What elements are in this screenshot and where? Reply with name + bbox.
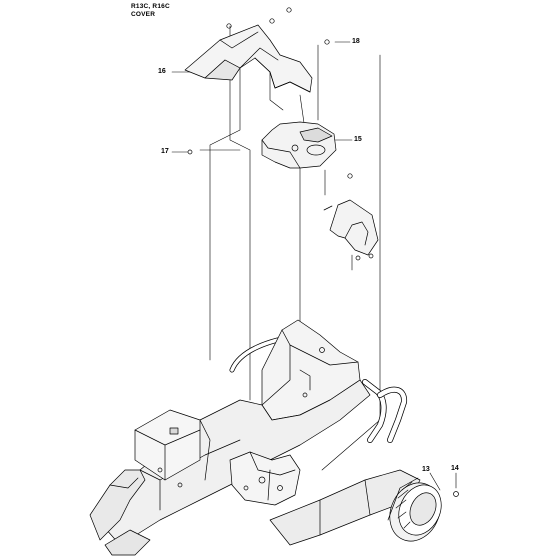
callout-18: 18 [352, 38, 360, 45]
callout-16: 16 [158, 68, 166, 75]
top-cover-part-16 [184, 7, 330, 93]
callout-15: 15 [354, 136, 362, 143]
section-title: COVER [131, 11, 156, 18]
guard-bracket [323, 199, 379, 261]
housing-part-15 [187, 121, 353, 179]
model-title: R13C, R16C [131, 3, 170, 10]
callout-14: 14 [451, 465, 459, 472]
frame-chassis [89, 319, 421, 556]
callout-13: 13 [422, 466, 430, 473]
callout-17: 17 [161, 148, 169, 155]
wheel-part-13 [387, 477, 442, 542]
screw-part-14 [453, 491, 459, 497]
